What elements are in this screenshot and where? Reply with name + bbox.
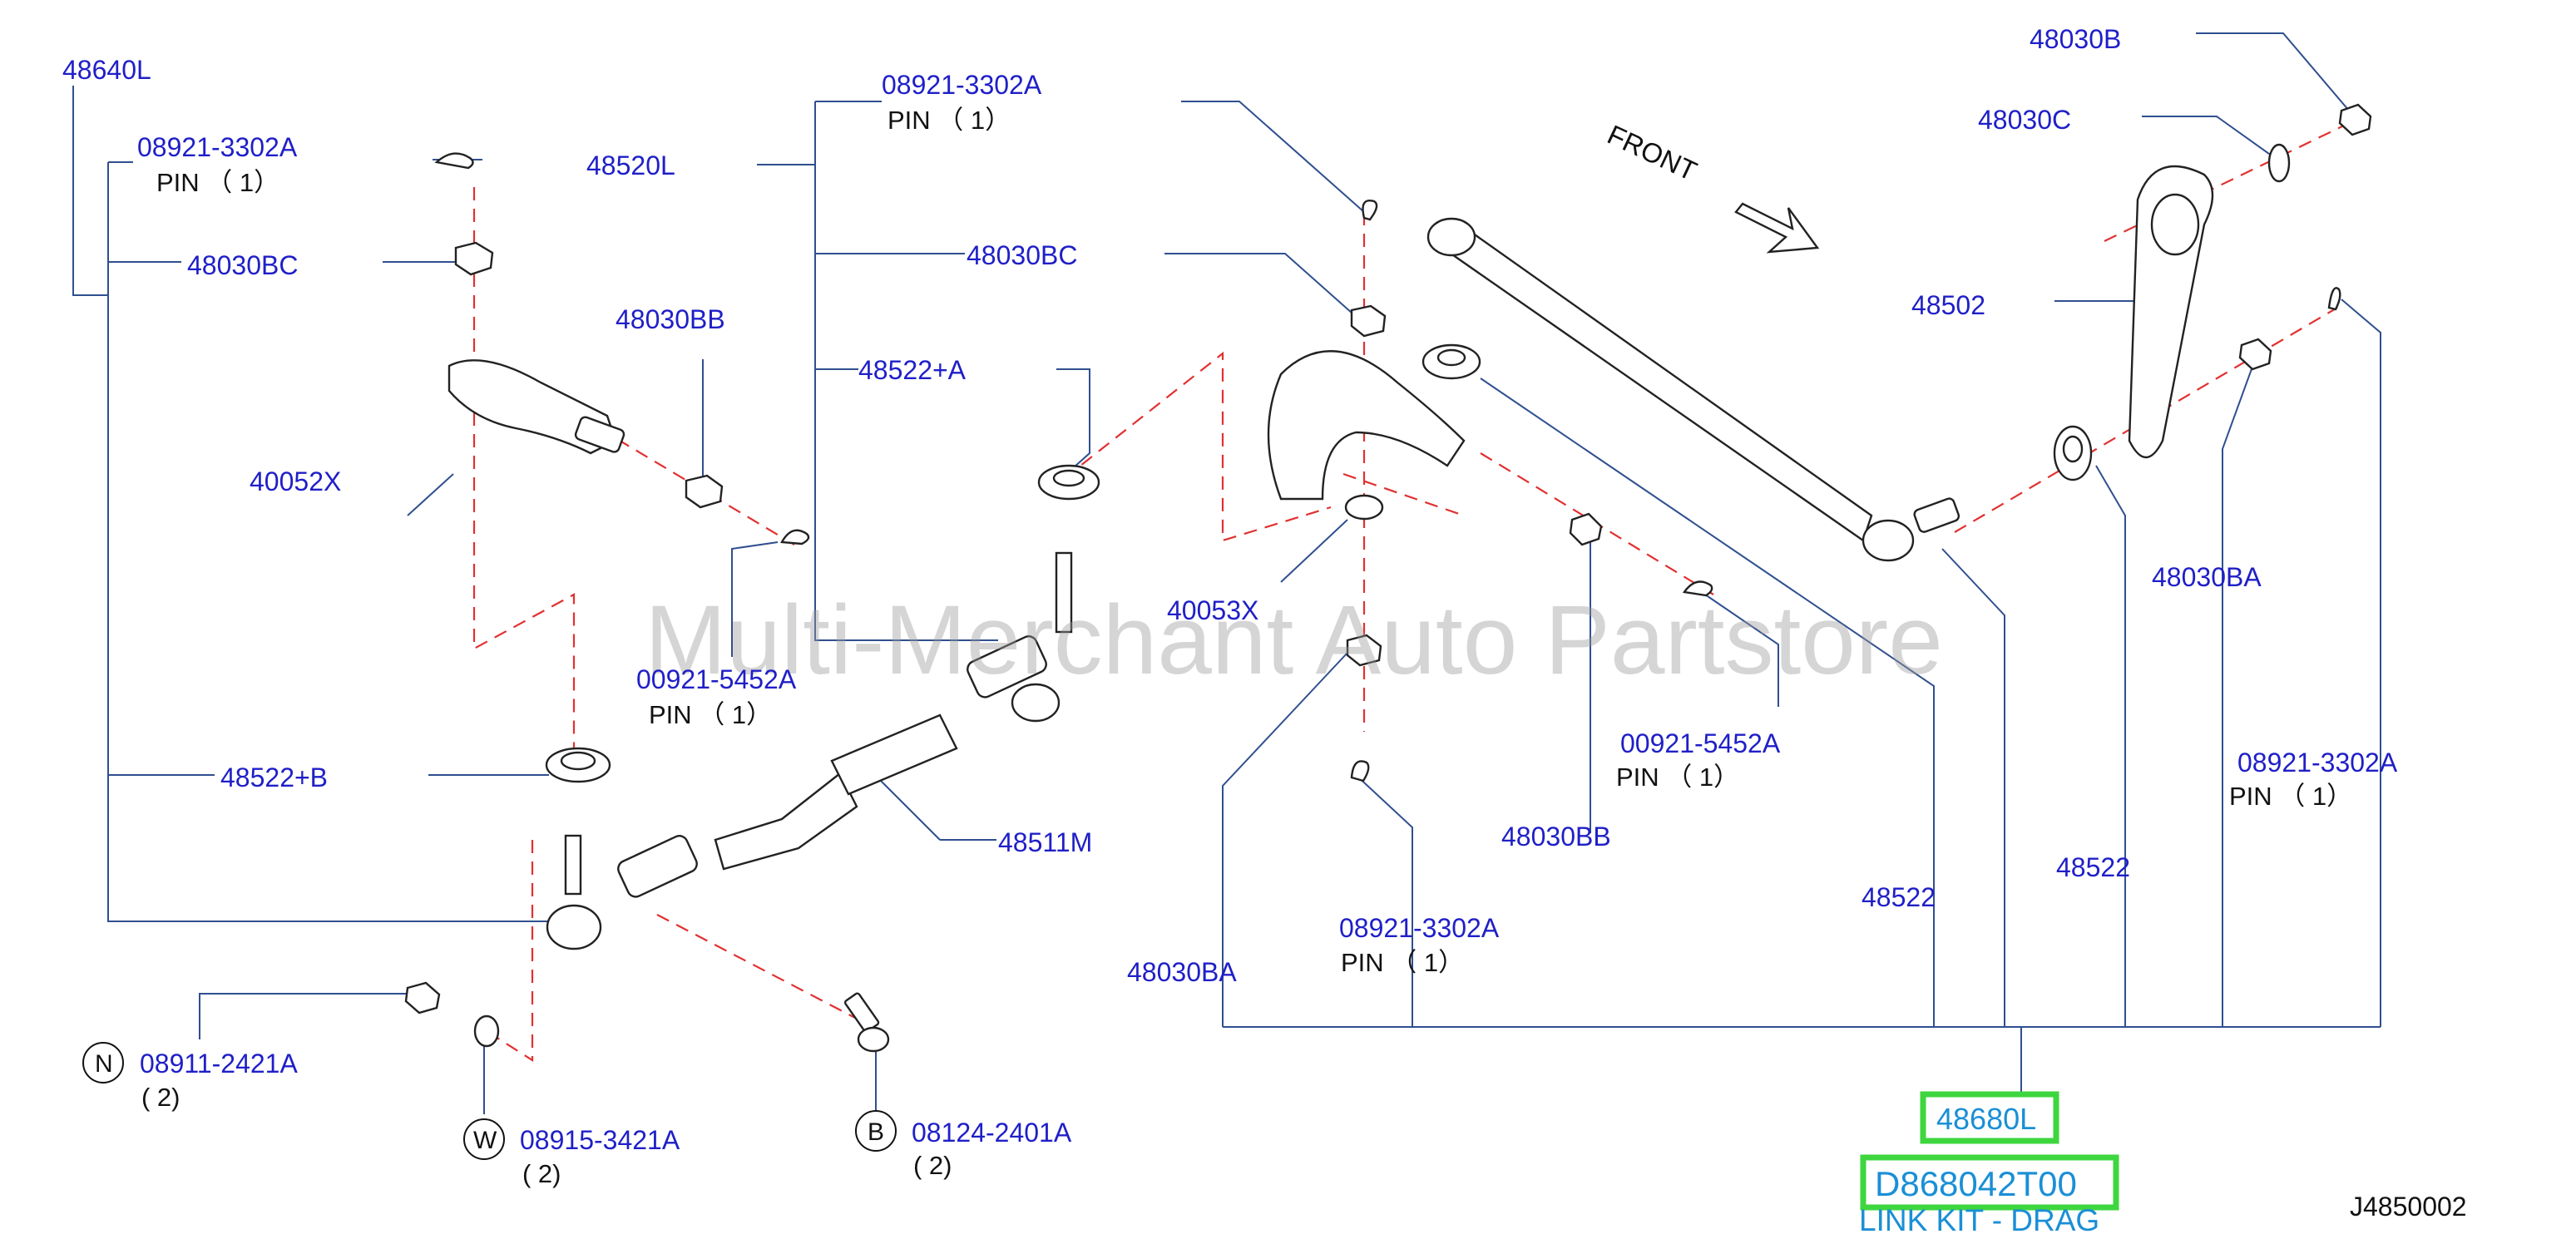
label-40053X[interactable]: 40053X bbox=[1167, 595, 1258, 625]
label-08921-3302A[interactable]: 08921-3302A bbox=[1339, 913, 1500, 943]
diagram-code: J4850002 bbox=[2350, 1192, 2467, 1222]
label-48520L[interactable]: 48520L bbox=[586, 151, 675, 180]
kit-oem-highlight bbox=[1860, 1154, 2119, 1211]
label-00921-5452A[interactable]: 00921-5452A bbox=[636, 664, 797, 694]
leader-lines bbox=[72, 32, 2381, 1114]
label-48522[interactable]: 48522 bbox=[1862, 882, 1936, 912]
label-48522[interactable]: 48522 bbox=[2056, 852, 2130, 882]
label-08915-3421A[interactable]: 08915-3421A bbox=[520, 1125, 680, 1155]
label-pin-qty: PIN （ 1） bbox=[156, 168, 279, 197]
washer-icon bbox=[473, 1014, 500, 1048]
nut-icon bbox=[454, 241, 494, 276]
label-48502[interactable]: 48502 bbox=[1911, 290, 1985, 320]
nut-icon bbox=[2238, 338, 2272, 371]
label-08921-3302A[interactable]: 08921-3302A bbox=[2237, 748, 2398, 777]
cotter-pin-icon bbox=[1682, 580, 1713, 597]
watermark: Multi-Merchant Auto Partstore bbox=[645, 585, 1943, 695]
nut-icon bbox=[685, 474, 724, 509]
label-pin-qty: PIN （ 1） bbox=[2229, 782, 2352, 811]
label-48030BB[interactable]: 48030BB bbox=[616, 304, 725, 334]
bushing-icon bbox=[2053, 425, 2093, 481]
label-48030B[interactable]: 48030B bbox=[2030, 24, 2121, 54]
label-pin-qty: PIN （ 1） bbox=[888, 106, 1011, 135]
label-08921-3302A[interactable]: 08921-3302A bbox=[882, 70, 1042, 100]
label-pin-qty: PIN （ 1） bbox=[649, 700, 772, 729]
kit-oem-number[interactable]: D868042T00 bbox=[1875, 1164, 2077, 1203]
bushing-icon bbox=[1037, 464, 1100, 501]
cotter-pin-icon bbox=[780, 529, 810, 545]
front-arrow-icon bbox=[1734, 202, 1820, 254]
svg-text:N: N bbox=[95, 1050, 113, 1078]
nut-icon bbox=[1350, 304, 1387, 338]
label-48522-plus-B[interactable]: 48522+B bbox=[220, 763, 328, 792]
label-08921-3302A[interactable]: 08921-3302A bbox=[137, 132, 298, 162]
label-48030BB[interactable]: 48030BB bbox=[1501, 822, 1611, 851]
label-pin-qty: PIN （ 1） bbox=[1341, 948, 1464, 977]
drag-link-icon bbox=[1436, 231, 1873, 542]
kit-part-number[interactable]: 48680L bbox=[1936, 1102, 2036, 1136]
label-48511M[interactable]: 48511M bbox=[998, 827, 1092, 857]
nut-icon bbox=[1569, 512, 1603, 546]
kit-part-highlight bbox=[1920, 1091, 2059, 1144]
cotter-pin-icon bbox=[2327, 287, 2341, 311]
cotter-pin-icon bbox=[1362, 200, 1378, 221]
cotter-pin-icon bbox=[434, 152, 474, 170]
svg-text:W: W bbox=[473, 1127, 497, 1154]
label-qty: ( 2) bbox=[913, 1151, 952, 1180]
label-48030C[interactable]: 48030C bbox=[1978, 105, 2071, 135]
marker-b: B bbox=[855, 1110, 897, 1152]
nut-icon bbox=[404, 981, 441, 1014]
label-48030BA[interactable]: 48030BA bbox=[2152, 562, 2262, 592]
label-pin-qty: PIN （ 1） bbox=[1616, 763, 1739, 792]
idler-end-icon bbox=[1267, 350, 1466, 501]
svg-text:B: B bbox=[868, 1118, 884, 1146]
marker-n: N bbox=[82, 1042, 124, 1083]
washer-icon bbox=[2267, 143, 2291, 183]
label-40052X[interactable]: 40052X bbox=[250, 466, 341, 496]
part-labels: 48640L 08921-3302A PIN （ 1） 48030BC 4803… bbox=[62, 24, 2398, 1188]
kit-name[interactable]: LINK KIT - DRAG bbox=[1859, 1203, 2099, 1234]
bushing-icon bbox=[545, 747, 611, 783]
bushing-icon bbox=[1421, 343, 1481, 380]
nut-icon bbox=[2338, 103, 2372, 136]
label-08124-2401A[interactable]: 08124-2401A bbox=[912, 1118, 1072, 1148]
front-label: FRONT bbox=[1603, 119, 1702, 187]
label-00921-5452A[interactable]: 00921-5452A bbox=[1620, 728, 1781, 758]
marker-w: W bbox=[463, 1118, 505, 1160]
label-48640L[interactable]: 48640L bbox=[62, 55, 151, 85]
label-qty: ( 2) bbox=[522, 1159, 561, 1188]
label-48030BA[interactable]: 48030BA bbox=[1127, 957, 1237, 987]
label-08911-2421A[interactable]: 08911-2421A bbox=[140, 1049, 298, 1079]
part-drawings bbox=[404, 103, 2372, 1053]
bolt-icon bbox=[843, 992, 890, 1053]
cotter-pin-icon bbox=[1350, 760, 1370, 782]
tie-rod-icon bbox=[546, 551, 1073, 950]
label-48030BC[interactable]: 48030BC bbox=[967, 240, 1077, 270]
label-48522-plus-A[interactable]: 48522+A bbox=[858, 355, 967, 385]
nut-icon bbox=[1346, 634, 1382, 667]
label-qty: ( 2) bbox=[141, 1083, 180, 1112]
label-48030BC[interactable]: 48030BC bbox=[187, 250, 298, 280]
kit-callout[interactable]: 48680L D868042T00 LINK KIT - DRAG bbox=[1859, 1091, 2119, 1234]
